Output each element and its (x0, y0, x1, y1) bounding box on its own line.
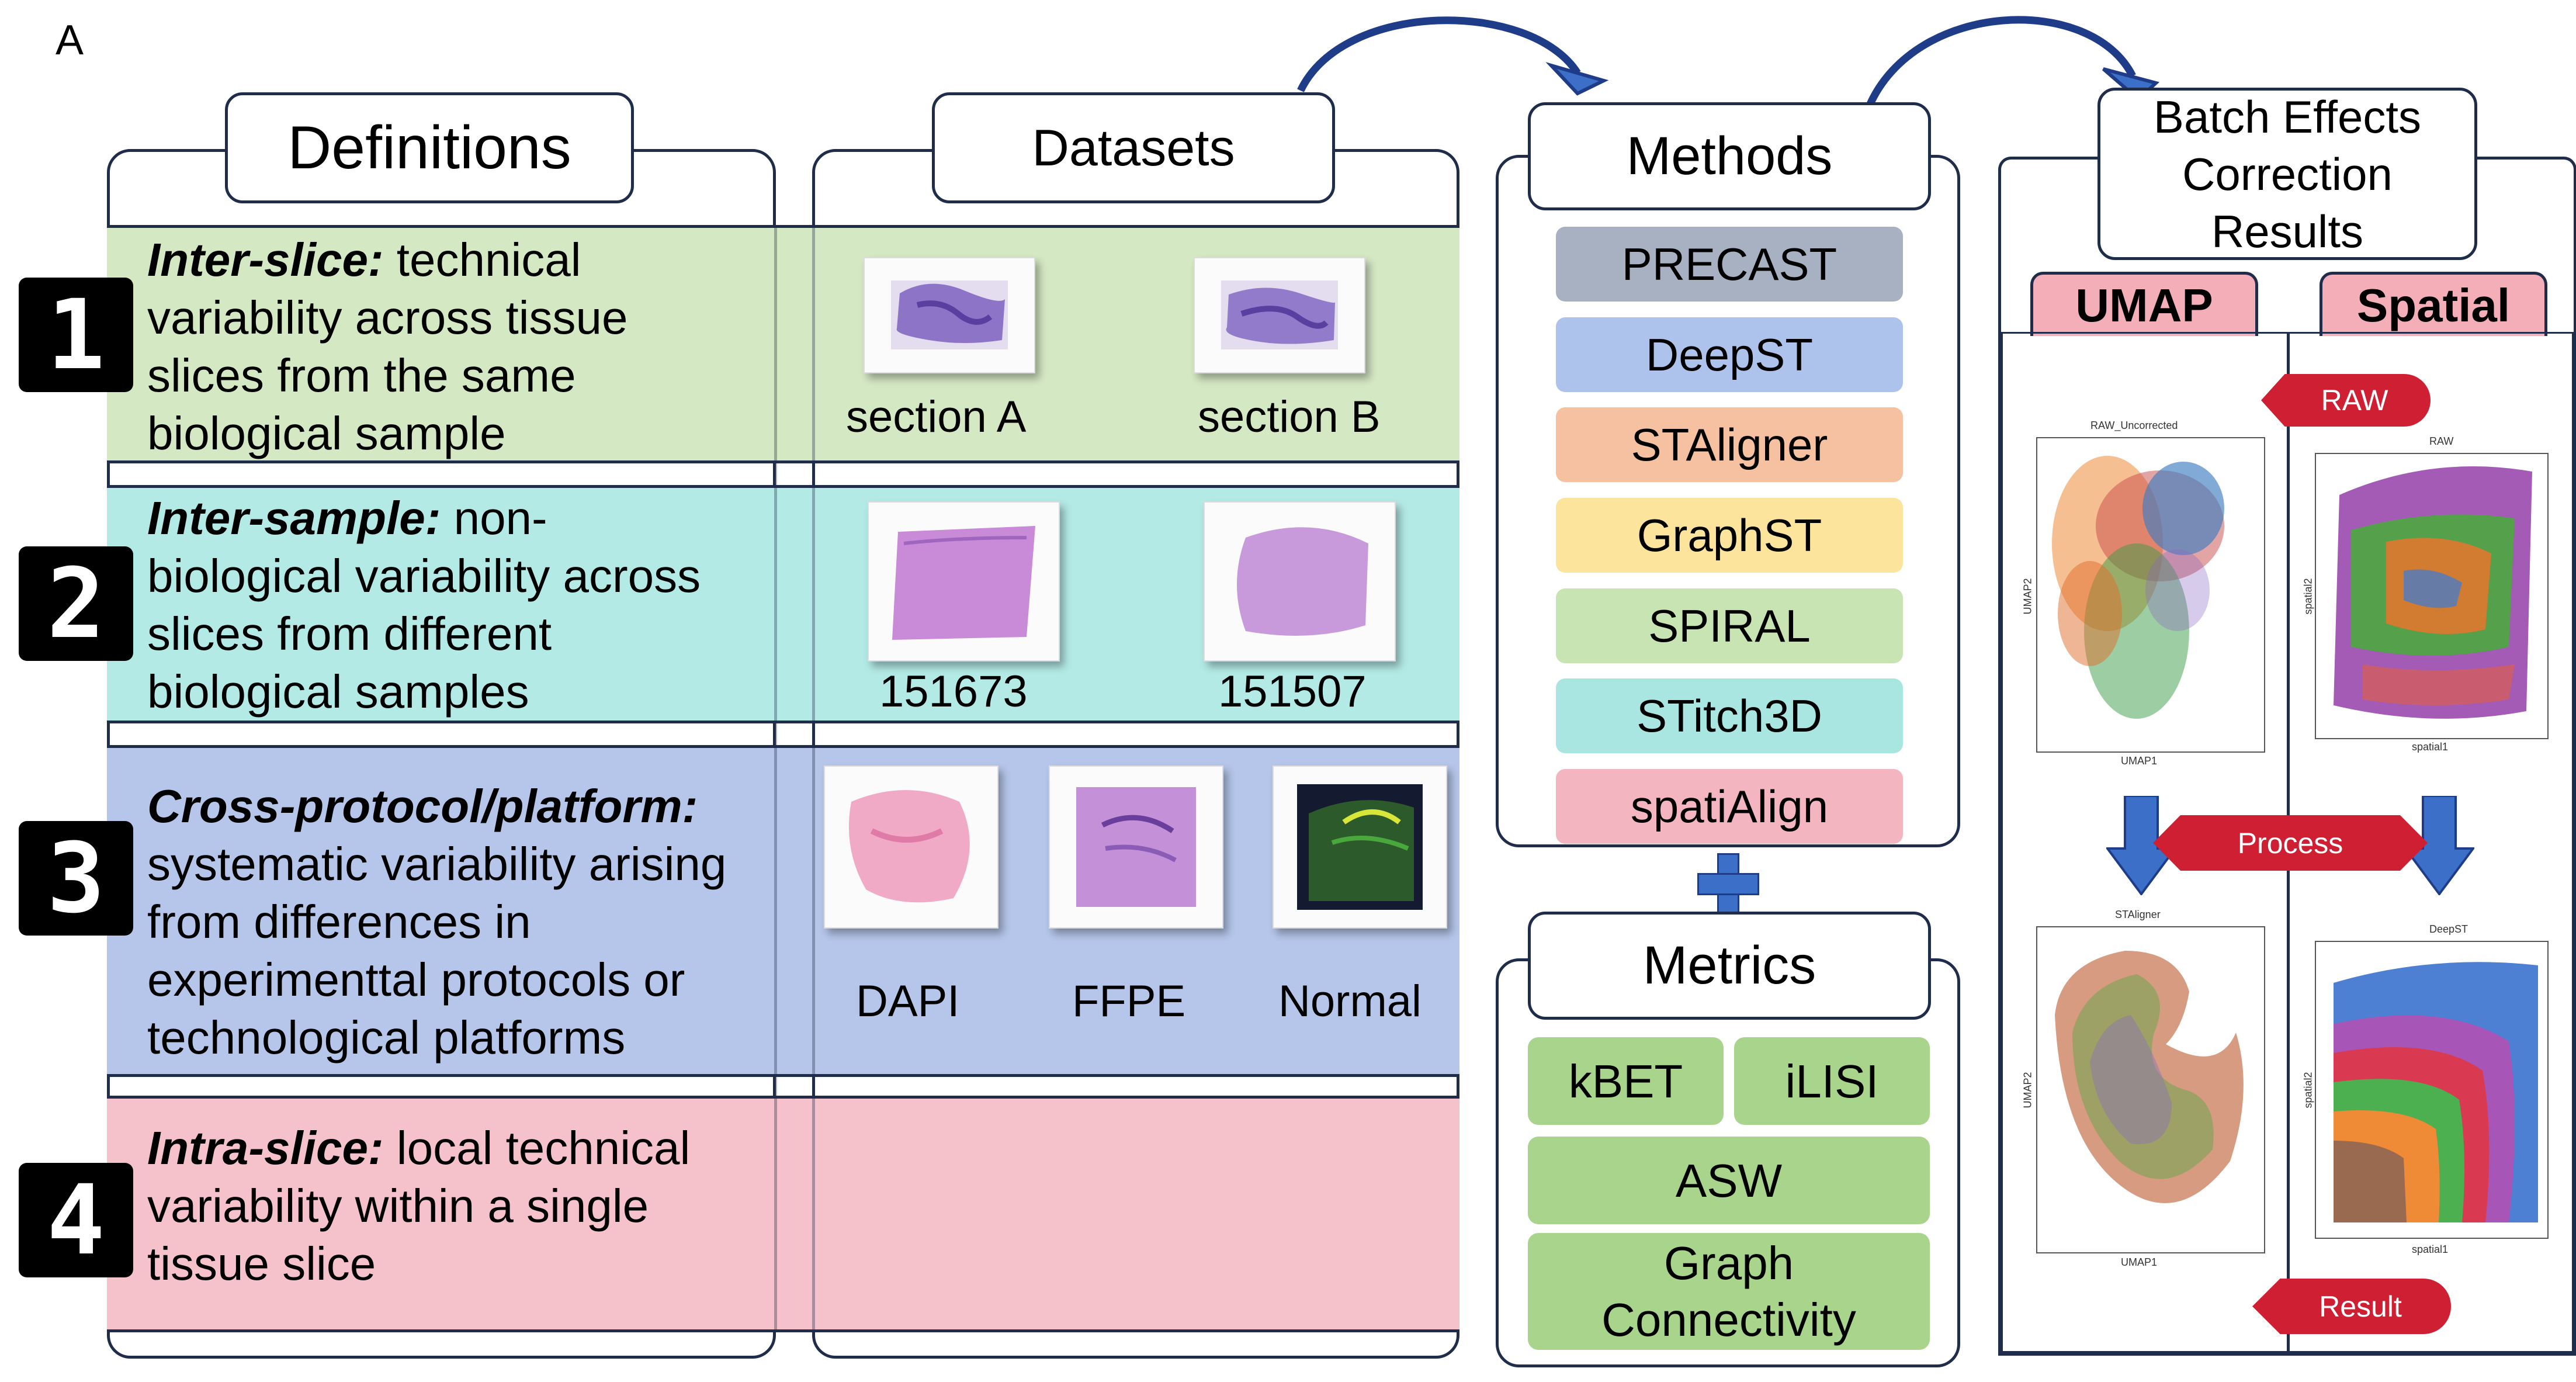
metric-asw: ASW (1528, 1137, 1930, 1224)
tissue-slide-section-a (864, 257, 1035, 373)
raw-ribbon: RAW (2261, 374, 2431, 427)
method-stitch3d: STitch3D (1556, 678, 1903, 753)
metric-ilisi: iLISI (1734, 1037, 1930, 1125)
dataset-label-ffpe: FFPE (1072, 976, 1186, 1026)
dataset-label-normal: Normal (1278, 976, 1422, 1026)
umap-raw-title: RAW_Uncorrected (2090, 420, 2178, 431)
spatial-corrected-plot (2315, 941, 2549, 1239)
definition-term: Cross-protocol/platform: (147, 780, 698, 832)
figure-label: A (56, 17, 84, 64)
method-precast: PRECAST (1556, 227, 1903, 302)
process-ribbon: Process (2153, 815, 2428, 871)
definition-line: technical (383, 234, 581, 286)
plus-icon (1697, 853, 1759, 915)
definitions-title: Definitions (225, 92, 634, 203)
datasets-to-methods-arrowhead (1545, 62, 1609, 96)
method-spatialign: spatiAlign (1556, 769, 1903, 844)
definition-intra-slice: Intra-slice: local technical variability… (147, 1119, 767, 1293)
definition-term: Inter-sample: (147, 492, 441, 544)
definition-line: biological variability across (147, 550, 701, 602)
definition-line: non- (441, 492, 547, 544)
dataset-label-dapi: DAPI (856, 976, 960, 1026)
dataset-label-section-a: section A (846, 392, 1027, 442)
umap-corrected-y-label: UMAP2 (2022, 1072, 2034, 1109)
band-cross-protocol (107, 745, 1459, 1077)
umap-raw-y-label: UMAP2 (2022, 578, 2034, 615)
spatial-raw-y-label: spatial2 (2302, 578, 2314, 615)
methods-to-results-arrow (1866, 16, 2136, 107)
method-spiral: SPIRAL (1556, 588, 1903, 663)
umap-raw-x-label: UMAP1 (2121, 755, 2158, 767)
method-staligner: STAligner (1556, 407, 1903, 482)
definition-line: slices from different (147, 608, 552, 660)
datasets-title-text: Datasets (1032, 119, 1235, 176)
process-ribbon-text: Process (2237, 826, 2343, 860)
spatial-corrected-x-label: spatial1 (2412, 1244, 2449, 1255)
methods-title: Methods (1528, 102, 1931, 210)
results-title-text: Batch Effects Correction Results (2153, 91, 2422, 257)
definition-line: experimenttal protocols or (147, 954, 685, 1006)
definition-line: slices from the same (147, 349, 576, 401)
methods-title-text: Methods (1626, 126, 1833, 186)
metrics-title-text: Metrics (1642, 936, 1816, 995)
spatial-corrected-y-label: spatial2 (2302, 1072, 2314, 1109)
spatial-raw-plot (2315, 453, 2549, 739)
definition-line: biological samples (147, 666, 529, 718)
definition-line: local technical (383, 1122, 691, 1174)
metric-graph-connectivity: Graph Connectivity (1528, 1233, 1930, 1350)
definition-cross-protocol: Cross-protocol/platform: systematic vari… (147, 777, 767, 1066)
umap-raw-plot (2036, 437, 2265, 753)
tissue-slide-151507 (1204, 501, 1396, 661)
spatial-raw-x-label: spatial1 (2412, 741, 2449, 753)
definition-line: variability within a single (147, 1180, 649, 1232)
band-intra-slice (107, 1096, 1459, 1332)
definition-line: systematic variability arising (147, 838, 727, 890)
definition-line: variability across tissue (147, 292, 628, 344)
definition-number-1: 1 (19, 278, 133, 392)
spatial-raw-title: RAW (2429, 435, 2454, 447)
definition-number-4: 4 (19, 1163, 133, 1277)
definition-term: Intra-slice: (147, 1122, 384, 1174)
tissue-slide-section-b (1194, 257, 1365, 373)
tissue-slide-ffpe (1049, 766, 1223, 929)
raw-ribbon-text: RAW (2321, 384, 2388, 417)
definition-line: tissue slice (147, 1238, 376, 1290)
definition-line: biological sample (147, 407, 506, 459)
umap-corrected-x-label: UMAP1 (2121, 1256, 2158, 1268)
definition-term: Inter-slice: (147, 234, 384, 286)
umap-process-arrow-icon (2105, 795, 2178, 896)
tab-umap: UMAP (2030, 272, 2258, 336)
metrics-title: Metrics (1528, 912, 1931, 1020)
result-ribbon: Result (2252, 1279, 2451, 1334)
definition-inter-sample: Inter-sample: non- biological variabilit… (147, 489, 767, 721)
tissue-slide-dapi (824, 766, 998, 929)
column-divider-right (812, 225, 815, 1332)
umap-corrected-plot (2036, 926, 2265, 1253)
definition-number-3: 3 (19, 821, 133, 936)
column-divider-left (774, 225, 777, 1332)
definition-inter-slice: Inter-slice: technical variability acros… (147, 231, 767, 462)
method-deepst: DeepST (1556, 317, 1903, 392)
datasets-title: Datasets (932, 92, 1335, 203)
method-graphst: GraphST (1556, 498, 1903, 573)
spatial-corrected-title: DeepST (2429, 923, 2468, 935)
tissue-slide-151673 (868, 501, 1060, 661)
result-ribbon-text: Result (2319, 1290, 2402, 1323)
definitions-title-text: Definitions (287, 113, 571, 182)
definition-line: technological platforms (147, 1012, 626, 1064)
definition-number-2: 2 (19, 546, 133, 661)
tab-spatial: Spatial (2320, 272, 2547, 336)
dataset-label-151507: 151507 (1218, 667, 1367, 716)
metric-kbet: kBET (1528, 1037, 1724, 1125)
datasets-to-methods-arrow (1297, 16, 1581, 92)
umap-corrected-title: STAligner (2115, 909, 2161, 920)
dataset-label-151673: 151673 (879, 667, 1028, 716)
dataset-label-section-b: section B (1198, 392, 1381, 442)
definition-line: from differences in (147, 896, 531, 948)
tissue-slide-normal (1273, 766, 1447, 929)
results-title: Batch Effects Correction Results (2097, 88, 2477, 260)
